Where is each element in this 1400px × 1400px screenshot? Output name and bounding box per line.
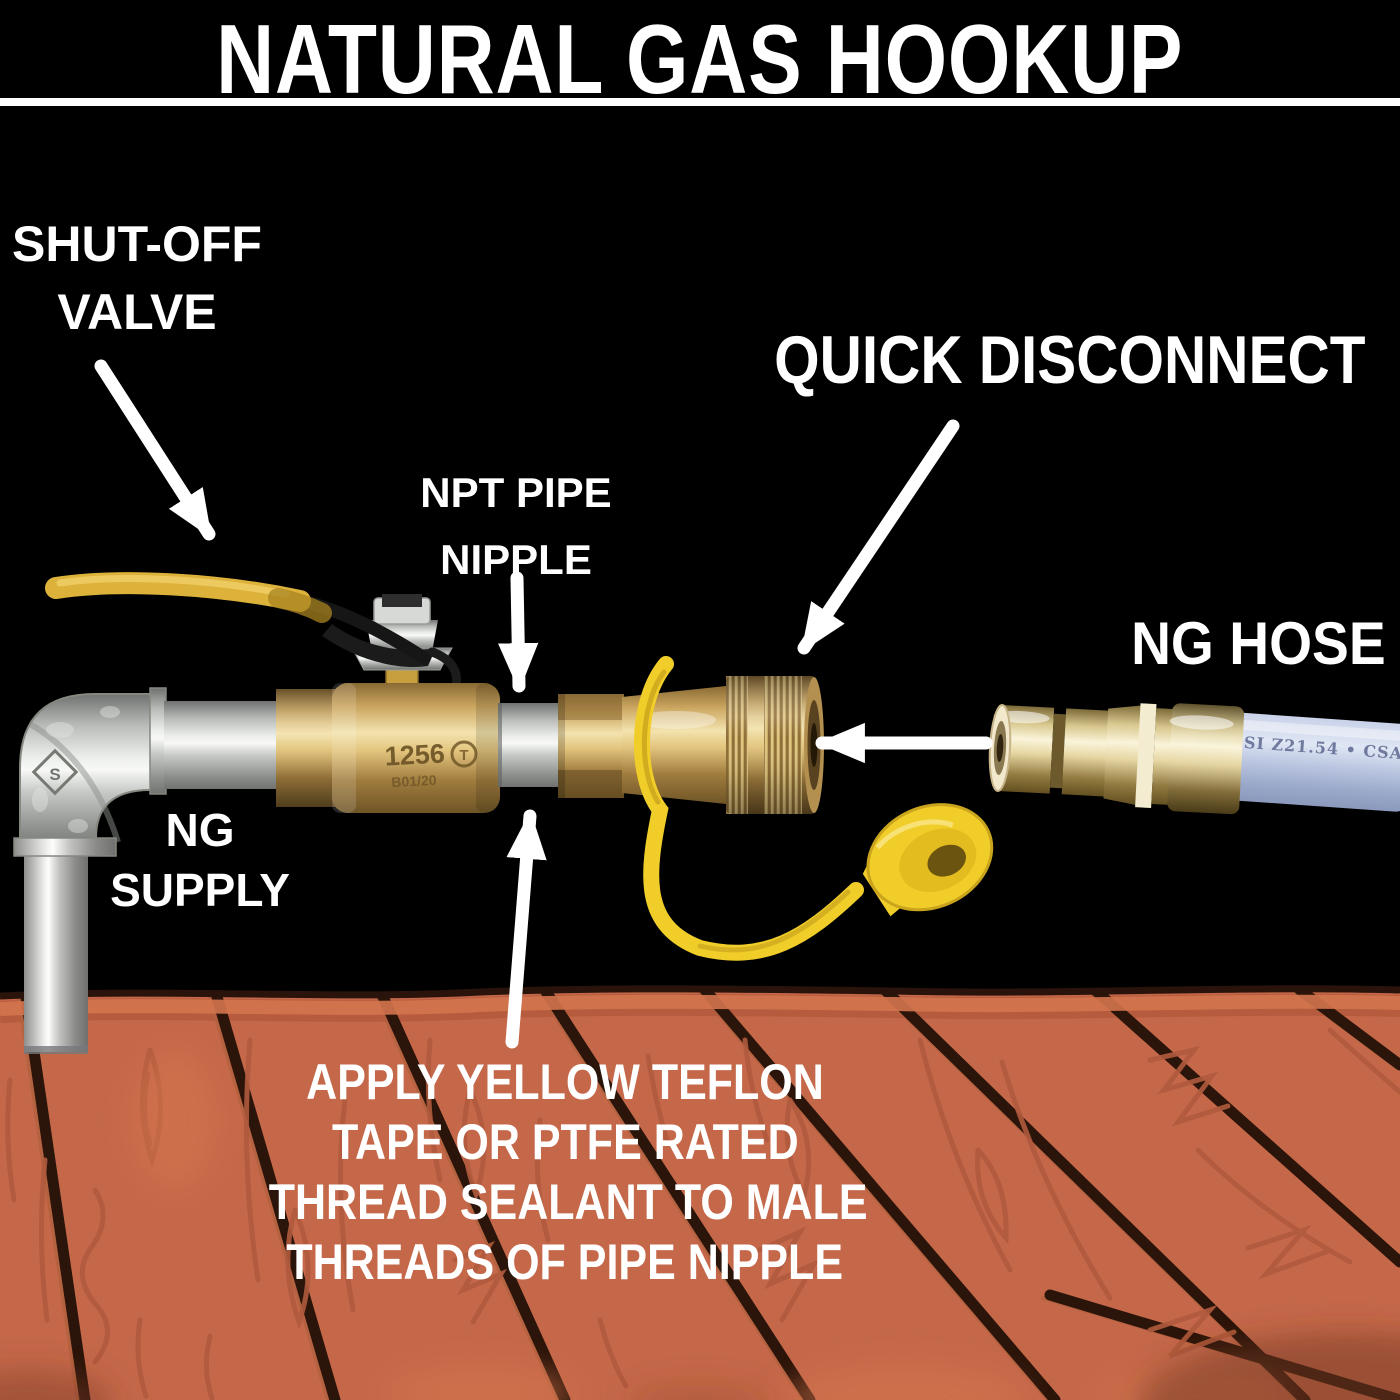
label-quick-disconnect: QUICK DISCONNECT <box>774 322 1366 398</box>
supply-pipe-vertical <box>24 846 88 1054</box>
elbow-stamp-letter: S <box>49 765 60 784</box>
label-shut-off-valve: SHUT-OFF VALVE <box>12 216 262 340</box>
valve-date-marking: B01/20 <box>391 772 437 790</box>
deck-wood-grain <box>5 1027 1400 1400</box>
deck <box>0 988 1400 1400</box>
label-sealant-note: APPLY YELLOW TEFLON TAPE OR PTFE RATED T… <box>268 1054 868 1290</box>
label-ng-hose: NG HOSE <box>1130 610 1386 677</box>
label-npt-pipe-nipple: NPT PIPE NIPPLE <box>420 469 612 584</box>
valve-lever-linkage <box>322 624 436 667</box>
valve-logo-letter: T <box>459 747 468 764</box>
title-divider-line <box>0 98 1400 106</box>
valve-handle <box>45 572 431 665</box>
ball-valve: 1256 B01/20 T <box>276 594 500 813</box>
npt-pipe-nipple <box>498 703 560 787</box>
elbow-casting-stamp <box>31 748 79 796</box>
arrow-quick-disconnect <box>797 419 960 655</box>
label-ng-supply: NG SUPPLY <box>110 804 290 916</box>
dust-cap <box>862 803 994 917</box>
gas-pipe-elbow: S <box>13 687 167 857</box>
arrow-npt-pipe-nipple <box>498 571 539 693</box>
deck-top-edge <box>0 985 1400 1000</box>
page-title: NATURAL GAS HOOKUP <box>216 4 1184 114</box>
ng-hose-plug <box>988 703 1245 815</box>
arrow-shut-off-valve <box>94 359 216 541</box>
valve-model-marking: 1256 <box>384 738 446 771</box>
dust-cap-tether <box>633 656 864 961</box>
supply-pipe-horizontal <box>164 701 286 789</box>
ng-hose: SI Z21.54 • CSA 8.4 • QA <box>1220 712 1400 812</box>
quick-disconnect-coupler <box>726 676 824 814</box>
arrow-sealant-note <box>505 809 547 1049</box>
hex-adapter <box>558 694 624 798</box>
deck-dark-stains <box>0 1333 1400 1400</box>
